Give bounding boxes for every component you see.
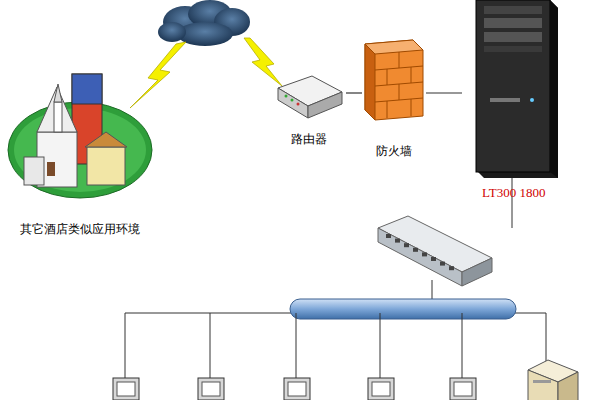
cable <box>426 92 462 93</box>
lan-drops <box>125 313 546 378</box>
workstations <box>113 378 476 400</box>
cable <box>432 280 433 300</box>
internet-cloud <box>158 0 250 46</box>
device-icon <box>462 0 566 206</box>
hotel-node: 其它酒店类似应用环境 <box>2 62 158 242</box>
lan-backbone <box>125 299 546 319</box>
device-icon <box>2 62 158 242</box>
cable <box>346 92 362 93</box>
switch-icon <box>378 216 492 286</box>
device-label: 防火墙 <box>375 144 413 158</box>
router-node: 路由器 <box>272 70 346 150</box>
site-label: 其它酒店类似应用环境 <box>19 222 141 236</box>
lan-server-icon <box>528 360 578 400</box>
model-label: LT300 1800 <box>481 186 546 200</box>
firewall-node: 防火墙 <box>362 36 426 164</box>
wireless-link <box>130 42 186 108</box>
device-label: 路由器 <box>290 132 328 146</box>
wireless-link <box>244 38 282 86</box>
server-node: LT300 1800 <box>462 0 566 206</box>
